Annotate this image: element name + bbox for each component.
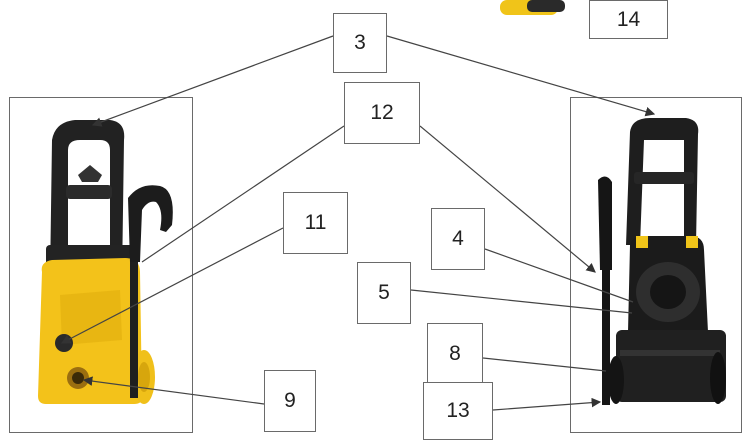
callout-12: 12 <box>344 82 420 144</box>
leader-3-right <box>387 36 654 114</box>
callout-11: 11 <box>283 192 348 254</box>
callout-3: 3 <box>333 13 387 73</box>
leader-5 <box>411 290 632 313</box>
callout-5: 5 <box>357 262 411 324</box>
leader-3-left <box>93 36 333 125</box>
front-washer-illustration <box>38 120 173 404</box>
leader-13 <box>493 402 600 410</box>
callout-4: 4 <box>431 208 485 270</box>
callout-14: 14 <box>589 0 668 39</box>
callout-9: 9 <box>264 370 316 432</box>
leader-8 <box>483 358 606 371</box>
callout-8: 8 <box>427 323 483 385</box>
rear-washer-illustration <box>598 118 726 405</box>
accessory-nozzle-fragment <box>500 0 565 15</box>
callout-13: 13 <box>423 382 493 440</box>
